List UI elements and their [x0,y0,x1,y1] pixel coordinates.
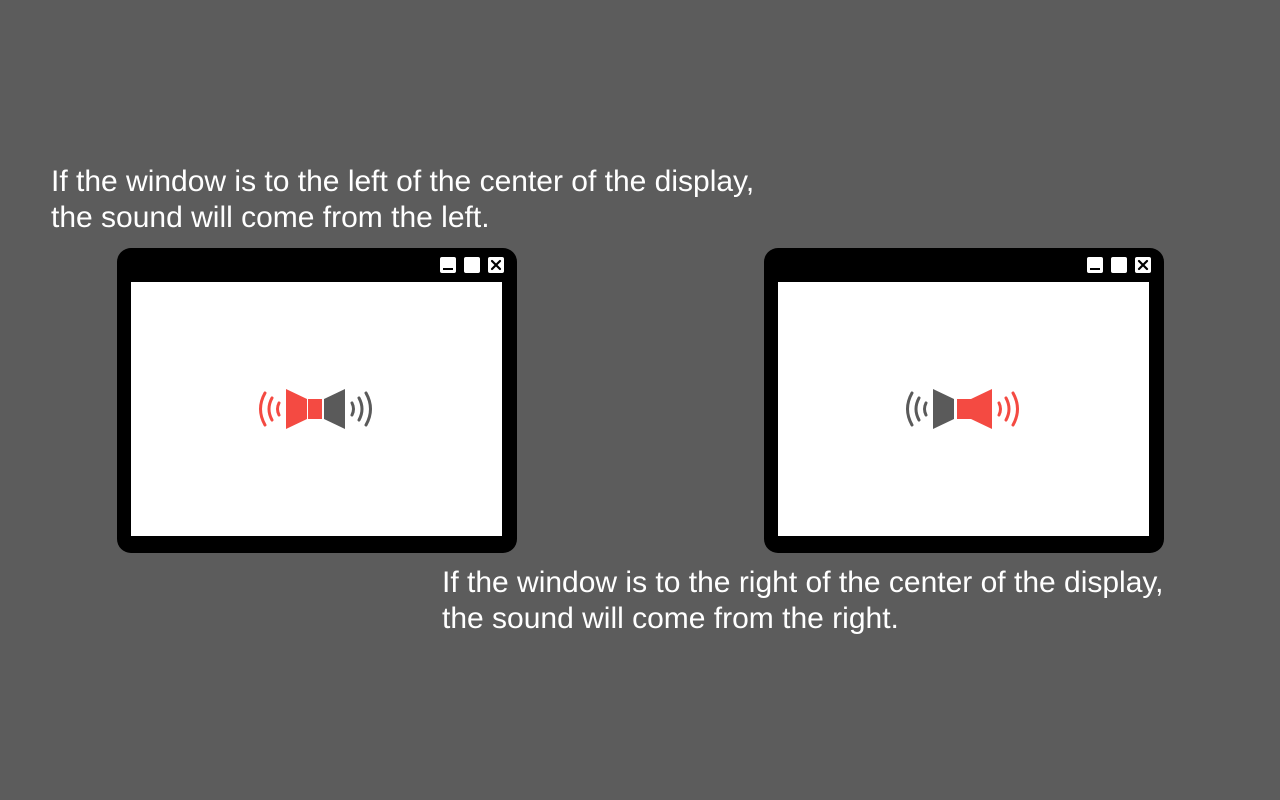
caption-right: If the window is to the right of the cen… [442,565,1164,637]
left-sound-waves [258,391,280,427]
caption-left: If the window is to the left of the cent… [51,164,754,236]
window-content [131,282,502,536]
caption-right-line2: the sound will come from the right. [442,602,899,635]
stereo-speaker-icon [258,389,372,429]
right-sound-waves [350,391,372,427]
left-speaker-horn [285,389,307,429]
window-content [778,282,1149,536]
maximize-icon [464,257,480,273]
left-speaker-body [307,399,322,419]
window-controls [1087,257,1151,273]
left-speaker-horn [932,389,954,429]
caption-right-line1: If the window is to the right of the cen… [442,566,1164,599]
window-right [764,248,1164,553]
minimize-icon [1087,257,1103,273]
right-speaker-body [956,399,971,419]
caption-left-line1: If the window is to the left of the cent… [51,165,755,198]
stereo-speaker-icon [905,389,1019,429]
minimize-icon [440,257,456,273]
caption-left-line2: the sound will come from the left. [51,201,490,234]
left-sound-waves [905,391,927,427]
right-speaker-horn [970,389,992,429]
window-left [117,248,517,553]
close-icon [488,257,504,273]
window-controls [440,257,504,273]
right-speaker-horn [323,389,345,429]
maximize-icon [1111,257,1127,273]
close-icon [1135,257,1151,273]
right-sound-waves [997,391,1019,427]
